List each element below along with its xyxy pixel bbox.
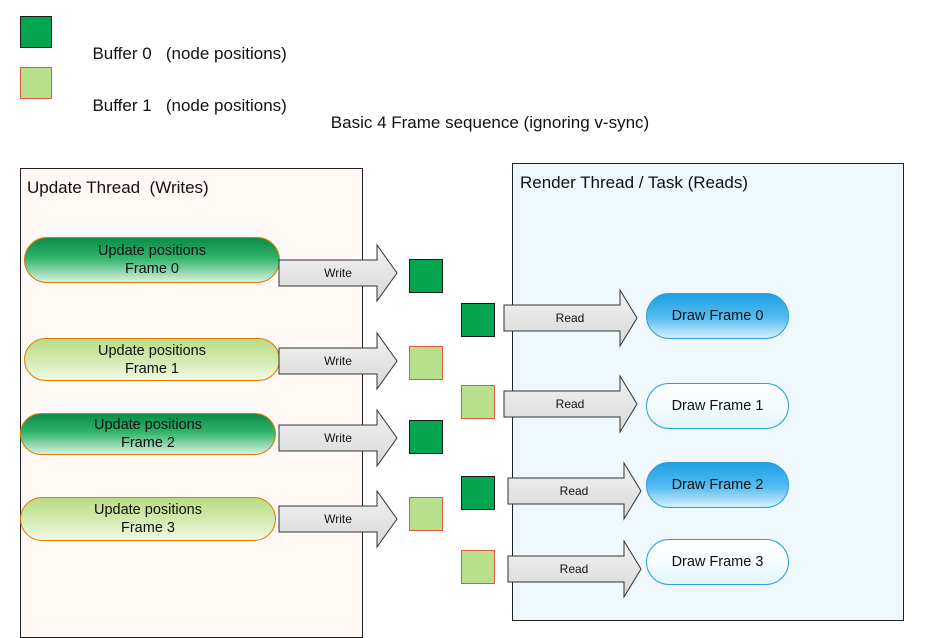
legend-swatch-buffer-1 bbox=[20, 67, 52, 99]
read-arrow-label: Read bbox=[555, 397, 585, 411]
arrow-shape bbox=[503, 374, 638, 434]
arrow-shape bbox=[507, 461, 642, 521]
render-thread-label: Render Thread / Task (Reads) bbox=[520, 173, 749, 192]
read-arrow: Read bbox=[503, 374, 639, 435]
pill-line-2: Frame 2 bbox=[121, 435, 175, 451]
write-arrow-label: Write bbox=[324, 431, 352, 445]
legend-label-text: Buffer 0 bbox=[92, 44, 152, 63]
update-thread-label: Update Thread (Writes) bbox=[27, 178, 209, 197]
write-arrow-label: Write bbox=[324, 512, 352, 526]
arrow-shape bbox=[503, 288, 638, 348]
written-buffer-0 bbox=[409, 259, 443, 293]
legend-desc-text: (node positions) bbox=[165, 96, 287, 115]
read-buffer-1 bbox=[461, 550, 495, 584]
pill-line-1: Update positions bbox=[97, 243, 206, 259]
pill-line-2: Frame 0 bbox=[125, 261, 179, 277]
draw-frame-0: Draw Frame 0 bbox=[646, 293, 789, 339]
read-arrow: Read bbox=[507, 539, 643, 600]
write-arrow: Write bbox=[278, 408, 399, 469]
write-arrow: Write bbox=[278, 331, 399, 392]
write-arrow: Write bbox=[278, 243, 399, 304]
read-buffer-0 bbox=[461, 476, 495, 510]
pill-line-1: Update positions bbox=[93, 502, 202, 518]
pill-line-2: Frame 1 bbox=[125, 360, 179, 377]
update-positions-frame-3: Update positions Frame 3 bbox=[20, 497, 276, 541]
arrow-shape bbox=[278, 408, 398, 468]
arrow-shape bbox=[278, 331, 398, 391]
legend-desc-text: (node positions) bbox=[165, 44, 287, 63]
arrow-shape bbox=[507, 539, 642, 599]
draw-frame-1: Draw Frame 1 bbox=[646, 383, 789, 429]
pill-line-1: Update positions bbox=[97, 342, 206, 359]
update-positions-frame-1: Update positions Frame 1 bbox=[24, 338, 280, 381]
legend-swatch-buffer-0 bbox=[20, 16, 52, 48]
legend-label-buffer-0: Buffer 0 (node positions) bbox=[83, 24, 287, 64]
write-arrow-label: Write bbox=[324, 266, 352, 280]
read-buffer-1 bbox=[461, 385, 495, 419]
read-arrow-label: Read bbox=[559, 484, 589, 498]
diagram-title: Basic 4 Frame sequence (ignoring v-sync) bbox=[330, 113, 650, 132]
arrow-shape bbox=[278, 489, 398, 549]
legend-label-text: Buffer 1 bbox=[92, 96, 152, 115]
read-arrow-label: Read bbox=[555, 311, 585, 325]
pill-line-1: Update positions bbox=[93, 417, 202, 433]
write-arrow-label: Write bbox=[324, 354, 352, 368]
draw-frame-2: Draw Frame 2 bbox=[646, 462, 789, 508]
write-arrow: Write bbox=[278, 489, 399, 550]
written-buffer-1 bbox=[409, 497, 443, 531]
read-arrow: Read bbox=[503, 288, 639, 349]
read-arrow: Read bbox=[507, 461, 643, 522]
legend-label-buffer-1: Buffer 1 (node positions) bbox=[83, 76, 287, 116]
update-positions-frame-0: Update positions Frame 0 bbox=[24, 237, 280, 283]
read-buffer-0 bbox=[461, 303, 495, 337]
read-arrow-label: Read bbox=[559, 562, 589, 576]
written-buffer-0 bbox=[409, 420, 443, 454]
draw-frame-3: Draw Frame 3 bbox=[646, 539, 789, 585]
arrow-shape bbox=[278, 243, 398, 303]
written-buffer-1 bbox=[409, 346, 443, 380]
pill-line-2: Frame 3 bbox=[121, 520, 175, 536]
update-positions-frame-2: Update positions Frame 2 bbox=[20, 413, 276, 455]
